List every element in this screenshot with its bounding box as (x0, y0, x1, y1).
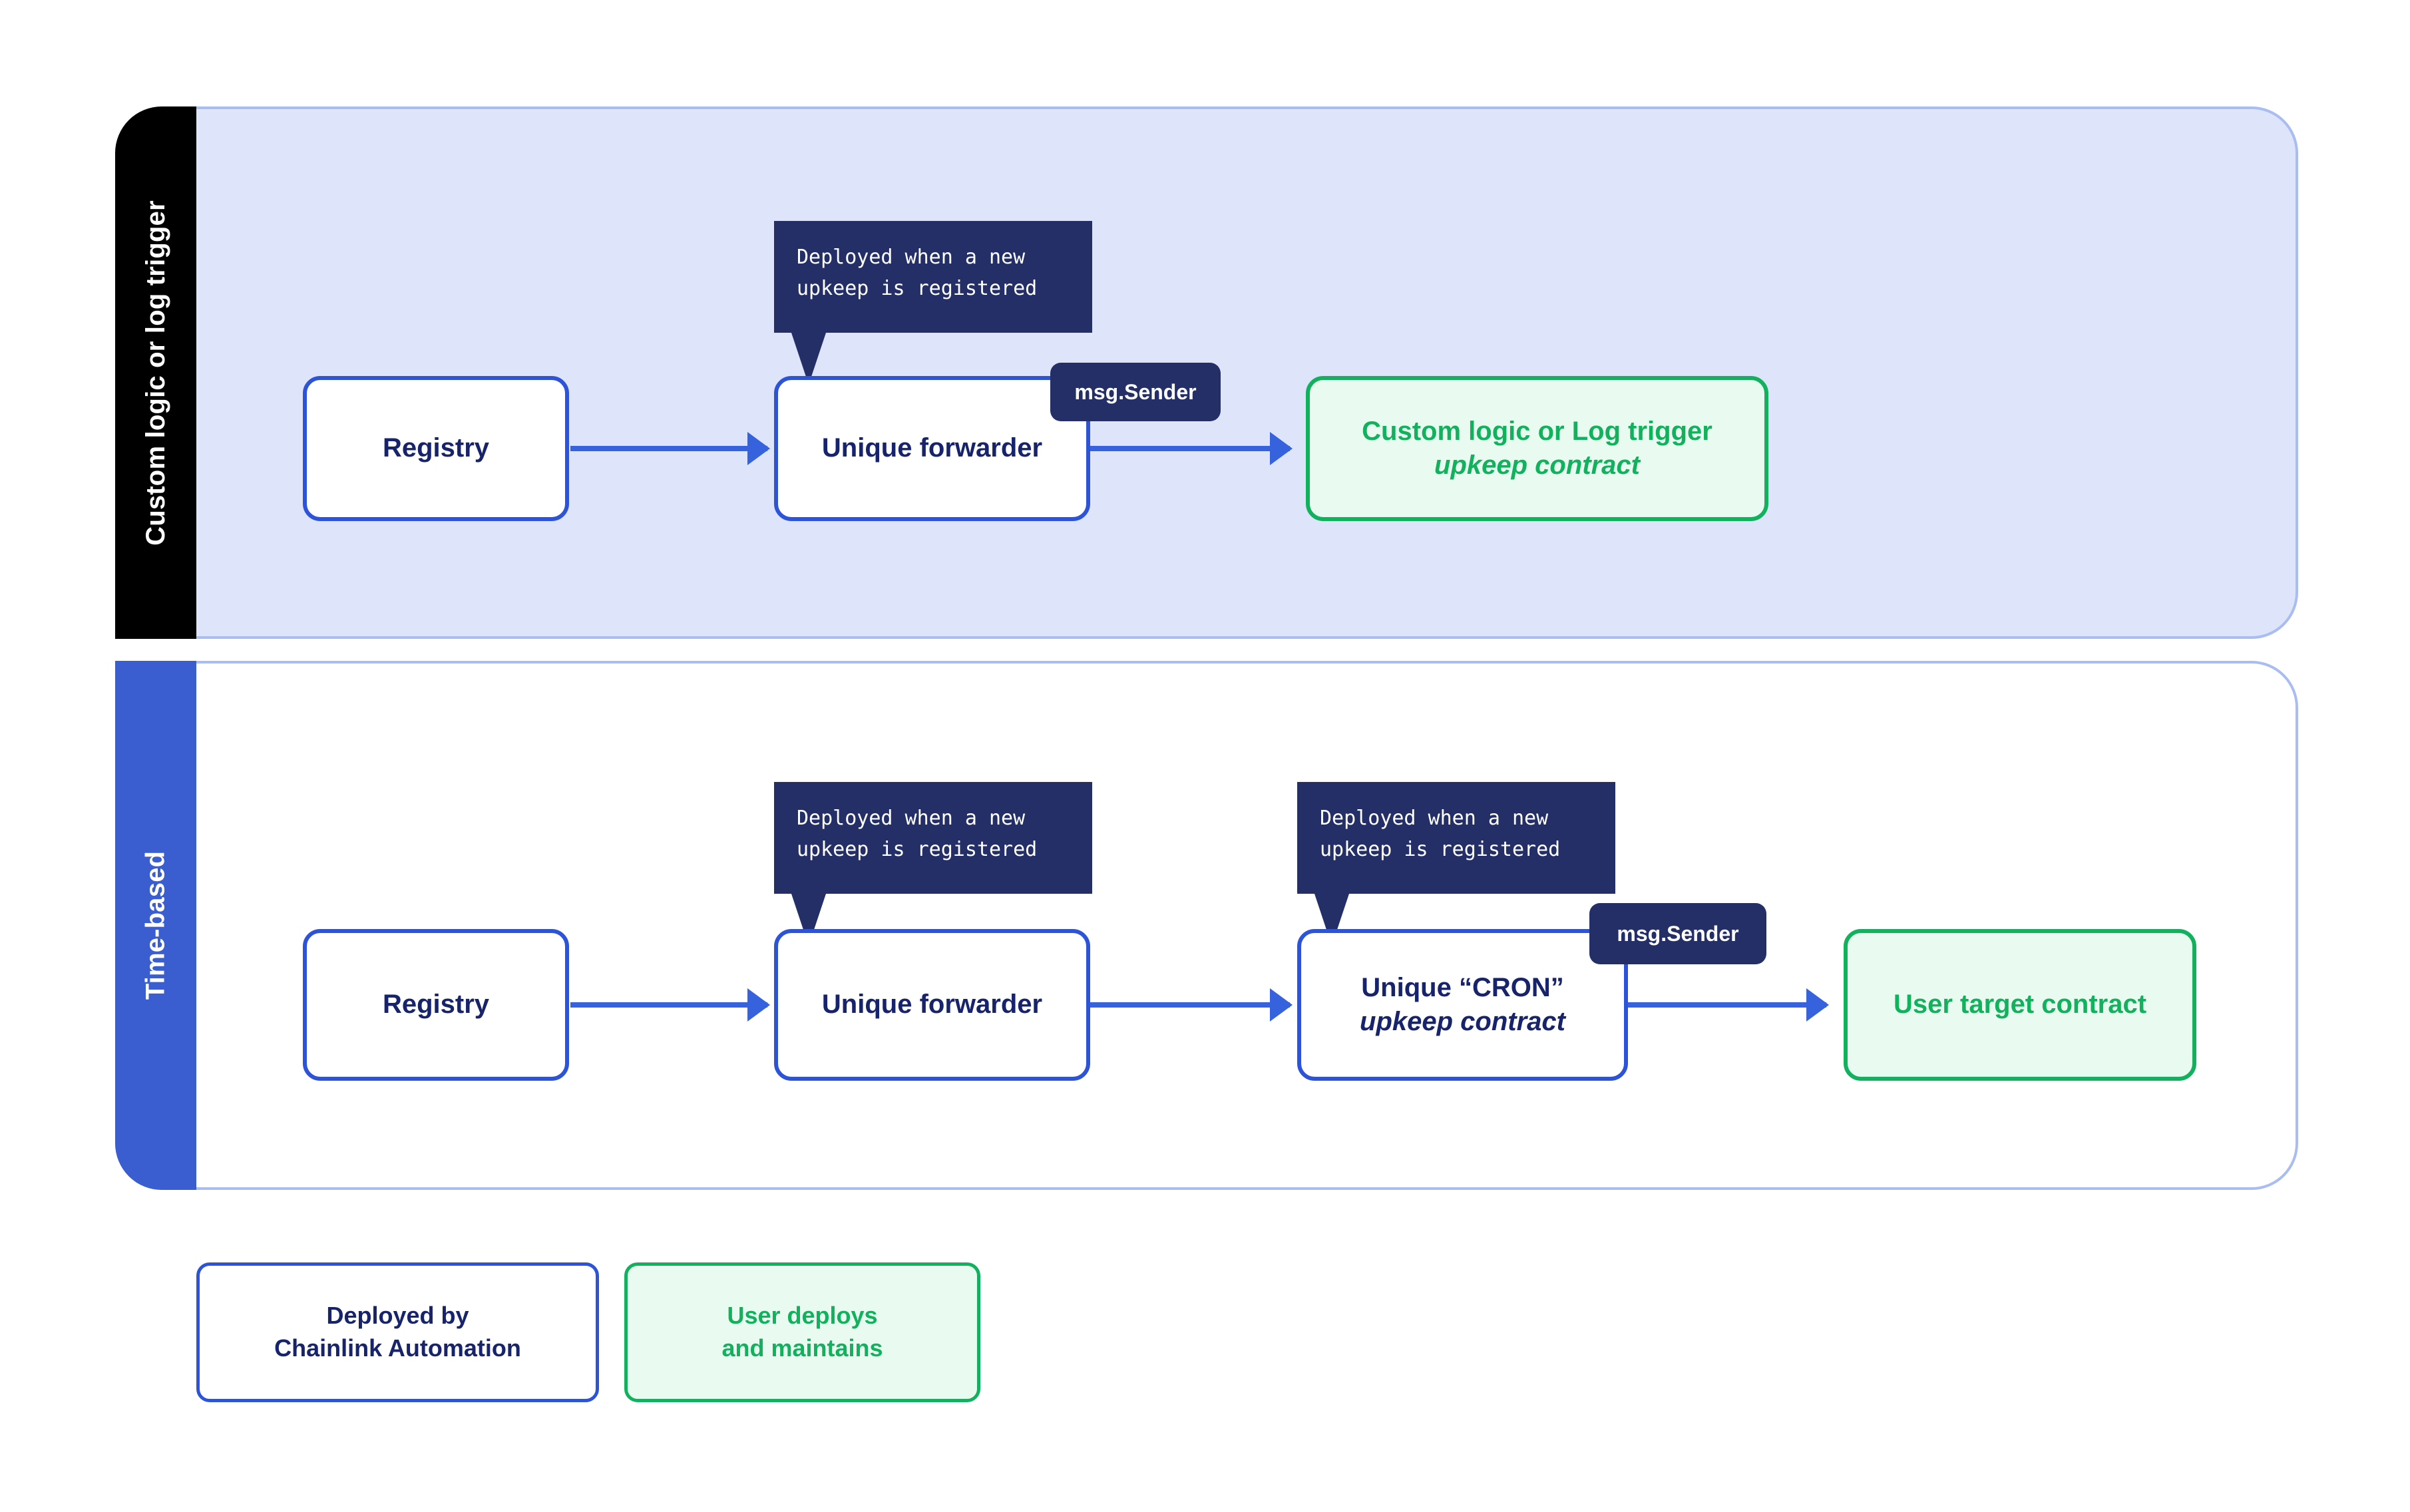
pill-label: msg.Sender (1617, 921, 1739, 946)
legend-line1: Deployed by (326, 1302, 469, 1330)
panel-time-based (115, 661, 2298, 1190)
arrow-forwarder-to-cron-time-based (1090, 1002, 1290, 1008)
node-label-line2: upkeep contract (1360, 1007, 1565, 1036)
side-tab-label-custom-logic: Custom logic or log trigger (140, 200, 170, 546)
node-label: Unique forwarder (821, 433, 1043, 463)
node-label: Unique forwarder (821, 990, 1043, 1020)
node-registry-custom-logic[interactable]: Registry (303, 376, 569, 521)
node-label: Registry (382, 990, 490, 1020)
legend-line1: User deploys (727, 1302, 878, 1330)
node-label-line2: upkeep contract (1434, 451, 1640, 480)
node-unique-forwarder-custom-logic[interactable]: Unique forwarder (774, 376, 1090, 521)
legend-deployed-by-chainlink: Deployed by Chainlink Automation (196, 1262, 599, 1402)
pill-msg-sender-time-based[interactable]: msg.Sender (1589, 903, 1766, 964)
arrow-registry-to-forwarder-time-based (570, 1002, 767, 1008)
node-label: User target contract (1893, 990, 2147, 1020)
arrow-cron-to-target-time-based (1628, 1002, 1826, 1008)
arrow-forwarder-to-upkeep-custom-logic (1090, 446, 1290, 451)
node-cron-upkeep-contract-time-based[interactable]: Unique “CRON” upkeep contract (1297, 929, 1628, 1081)
callout-deployed-forwarder-time-based: Deployed when a new upkeep is registered (774, 782, 1092, 894)
node-label: Registry (382, 433, 490, 463)
node-upkeep-contract-custom-logic[interactable]: Custom logic or Log trigger upkeep contr… (1306, 376, 1768, 521)
node-user-target-contract-time-based[interactable]: User target contract (1844, 929, 2196, 1081)
arrow-registry-to-forwarder-custom-logic (570, 446, 767, 451)
node-unique-forwarder-time-based[interactable]: Unique forwarder (774, 929, 1090, 1081)
callout-deployed-forwarder-custom-logic: Deployed when a new upkeep is registered (774, 221, 1092, 333)
callout-deployed-cron-time-based: Deployed when a new upkeep is registered (1297, 782, 1615, 894)
pill-msg-sender-custom-logic[interactable]: msg.Sender (1050, 363, 1221, 421)
side-tab-custom-logic: Custom logic or log trigger (115, 106, 196, 639)
legend-line2: and maintains (721, 1334, 883, 1362)
node-registry-time-based[interactable]: Registry (303, 929, 569, 1081)
legend-user-deploys-and-maintains: User deploys and maintains (624, 1262, 980, 1402)
side-tab-time-based: Time-based (115, 661, 196, 1190)
pill-label: msg.Sender (1074, 379, 1197, 404)
side-tab-label-time-based: Time-based (140, 850, 170, 1000)
node-label-line1: Unique “CRON” (1361, 972, 1564, 1002)
legend-line2: Chainlink Automation (274, 1334, 521, 1362)
node-label-line1: Custom logic or Log trigger (1362, 416, 1712, 446)
